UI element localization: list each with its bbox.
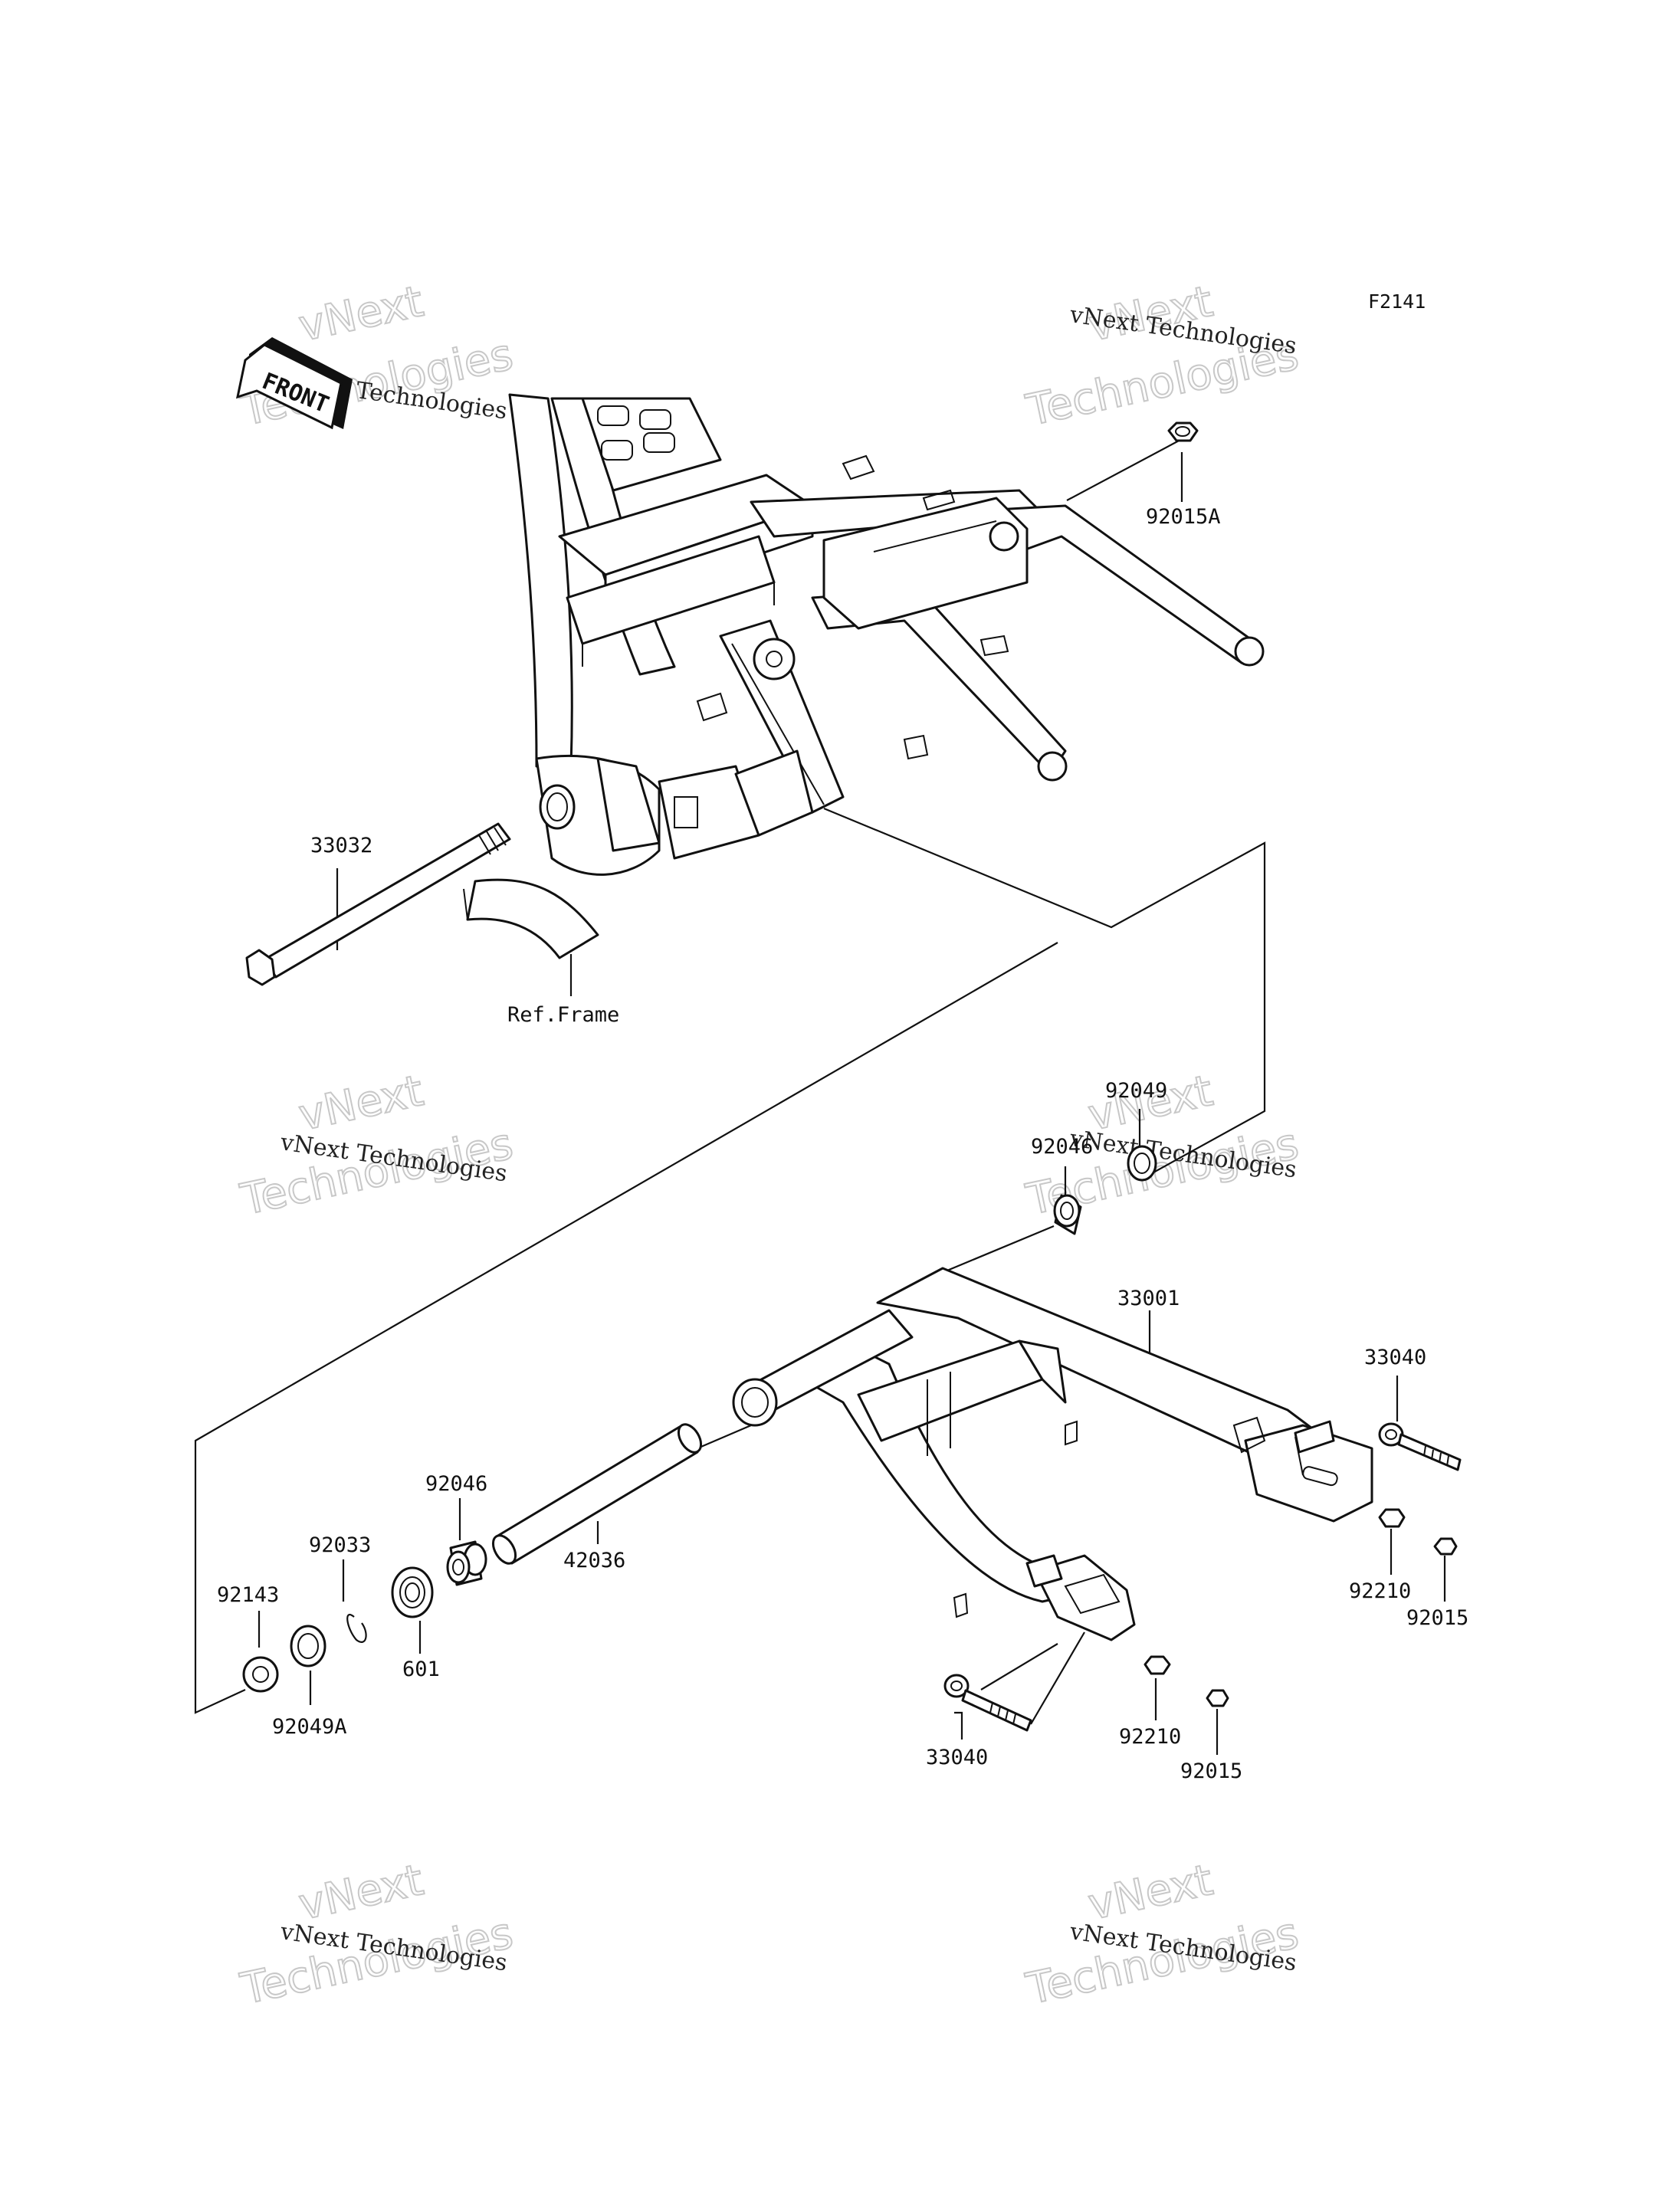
part-label-92015A: 92015A: [1146, 505, 1221, 529]
frame-reference: [463, 393, 1265, 959]
svg-text:vNext: vNext: [294, 277, 428, 352]
seal-92049: [1127, 1145, 1157, 1182]
part-label-92046-top: 92046: [1031, 1135, 1093, 1159]
watermark-bottom-right: vNext Technologies vNext Technologies: [1021, 1854, 1303, 2015]
adjuster-bolt-33040-bottom: [943, 1674, 1032, 1732]
part-label-601: 601: [402, 1658, 440, 1681]
part-label-92015-bottom: 92015: [1180, 1759, 1242, 1783]
part-label-92033: 92033: [309, 1533, 371, 1557]
part-label-33001: 33001: [1117, 1287, 1180, 1310]
part-label-92046-mid: 92046: [425, 1472, 487, 1496]
nut-92015-bottom: [1206, 1689, 1229, 1707]
ball-bearing-601: [391, 1566, 434, 1618]
bearing-92046-mid: [446, 1540, 487, 1586]
watermark-bottom-left: vNext Technologies vNext Technologies: [235, 1854, 517, 2015]
leader-lines: [194, 438, 1446, 1755]
bearing-92046-top: [1053, 1194, 1082, 1235]
front-arrow-icon: FRONT: [236, 337, 353, 430]
pivot-shaft-33032: [245, 822, 511, 986]
nut-92015-right: [1433, 1537, 1458, 1556]
part-label-42036: 42036: [563, 1549, 625, 1572]
diagram-code: F2141: [1368, 290, 1426, 313]
svg-text:vNext: vNext: [294, 1066, 428, 1141]
part-label-92049A: 92049A: [272, 1715, 347, 1739]
ref-frame-label: Ref.Frame: [507, 1003, 619, 1027]
part-label-92210-bottom: 92210: [1119, 1725, 1181, 1749]
collar-92143: [242, 1656, 279, 1693]
seal-92049A: [290, 1625, 326, 1667]
sleeve-42036: [491, 1423, 703, 1565]
adjuster-bolt-33040-right: [1378, 1422, 1462, 1471]
nut-92015A: [1167, 421, 1199, 442]
swing-arm-33001: [732, 1267, 1373, 1641]
svg-text:vNext: vNext: [294, 1855, 428, 1930]
part-label-33040-right: 33040: [1364, 1346, 1426, 1369]
watermark-mid-left: vNext Technologies vNext Technologies: [235, 1065, 517, 1226]
nut-92210-bottom: [1144, 1655, 1171, 1675]
nut-92210-right: [1378, 1508, 1406, 1528]
part-label-92143: 92143: [217, 1583, 279, 1607]
part-label-33032: 33032: [310, 834, 372, 857]
part-label-92015-right: 92015: [1406, 1606, 1468, 1630]
part-label-92210-right: 92210: [1349, 1579, 1411, 1603]
circlip-92033: [346, 1614, 367, 1643]
part-label-33040-bottom: 33040: [926, 1746, 988, 1769]
svg-text:vNext: vNext: [1084, 1855, 1217, 1930]
watermark-top-right: vNext Technologies vNext Technologies: [1021, 276, 1303, 437]
part-label-92049: 92049: [1105, 1079, 1167, 1103]
